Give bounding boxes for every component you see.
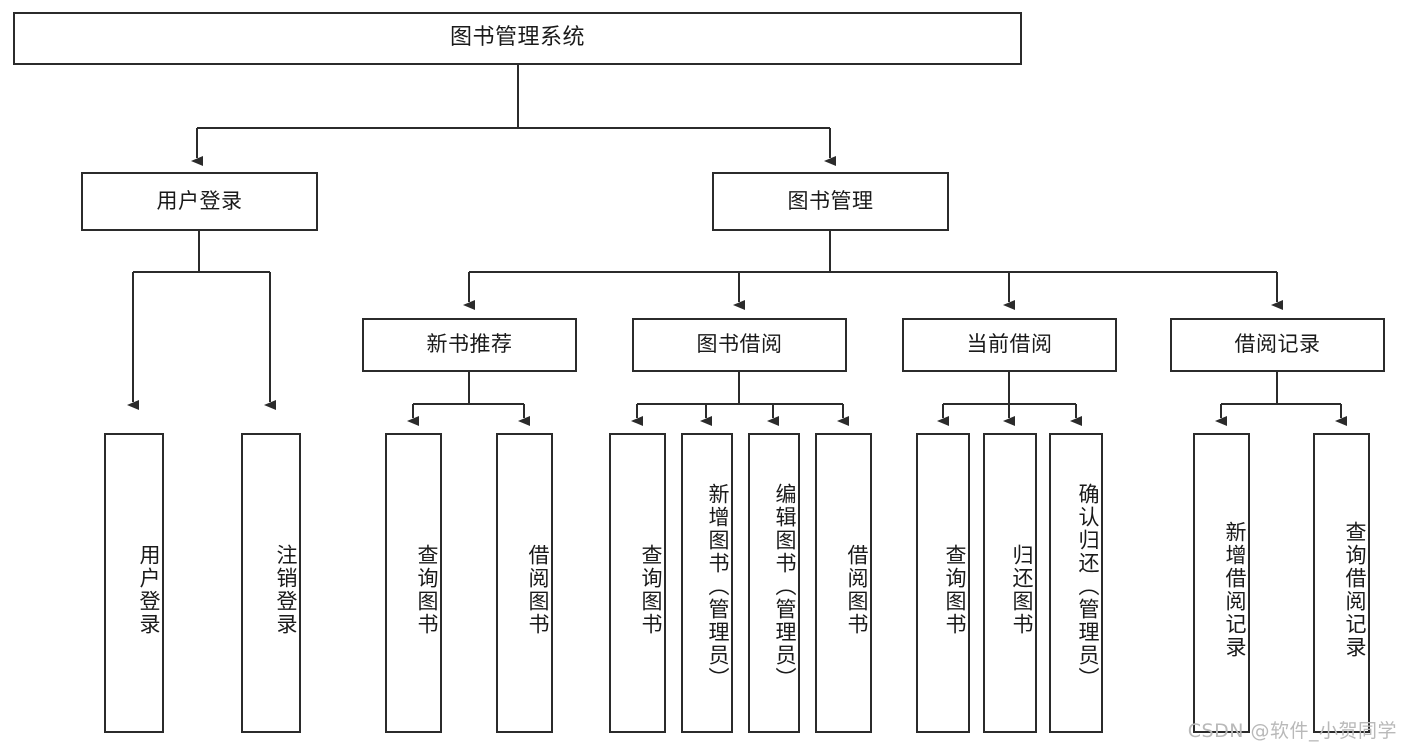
leaf-current-borrow-query[interactable]: 查询图书 (916, 433, 970, 733)
leaf-book-borrow-query[interactable]: 查询图书 (609, 433, 666, 733)
watermark-credit: CSDN @软件_小贺同学 (1187, 720, 1397, 742)
node-user-login[interactable]: 用户登录 (81, 172, 318, 231)
node-new-book-recommend[interactable]: 新书推荐 (362, 318, 577, 372)
leaf-new-book-query[interactable]: 查询图书 (385, 433, 442, 733)
leaf-book-borrow-add[interactable]: 新增图书（管理员） (681, 433, 733, 733)
node-book-borrow[interactable]: 图书借阅 (632, 318, 847, 372)
leaf-book-borrow-borrow[interactable]: 借阅图书 (815, 433, 872, 733)
leaf-borrow-record-query[interactable]: 查询借阅记录 (1313, 433, 1370, 733)
node-root-system[interactable]: 图书管理系统 (13, 12, 1022, 65)
node-borrow-record[interactable]: 借阅记录 (1170, 318, 1385, 372)
leaf-current-borrow-return[interactable]: 归还图书 (983, 433, 1037, 733)
node-current-borrow[interactable]: 当前借阅 (902, 318, 1117, 372)
leaf-current-borrow-confirm-return[interactable]: 确认归还（管理员） (1049, 433, 1103, 733)
leaf-new-book-borrow[interactable]: 借阅图书 (496, 433, 553, 733)
leaf-user-login-logout[interactable]: 注销登录 (241, 433, 301, 733)
leaf-book-borrow-edit[interactable]: 编辑图书（管理员） (748, 433, 800, 733)
leaf-user-login-login[interactable]: 用户登录 (104, 433, 164, 733)
leaf-borrow-record-add[interactable]: 新增借阅记录 (1193, 433, 1250, 733)
node-book-management[interactable]: 图书管理 (712, 172, 949, 231)
